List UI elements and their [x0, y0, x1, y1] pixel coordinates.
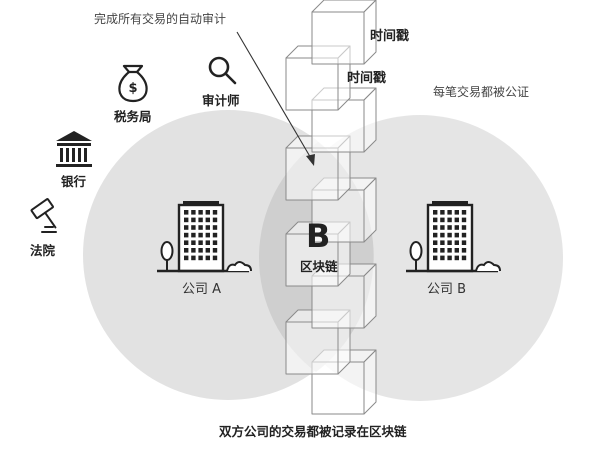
svg-text:$: $	[128, 81, 137, 96]
bank-label: 银行	[61, 174, 87, 189]
audit-annotation: 完成所有交易的自动审计	[94, 12, 227, 26]
auditor-label: 审计师	[202, 93, 240, 108]
timestamp-label-2: 时间戳	[347, 71, 387, 86]
blockchain-cube-chain	[285, 0, 377, 415]
court-label: 法院	[30, 243, 56, 258]
timestamp-label-1: 时间戳	[370, 29, 410, 44]
blockchain-cube-icon	[311, 0, 377, 65]
diagram-caption: 双方公司的交易都被记录在区块链	[219, 424, 407, 439]
company-b-label: 公司 B	[427, 282, 467, 297]
blockchain-logo: B	[306, 217, 331, 255]
magnifier-icon	[208, 56, 237, 85]
money-bag-icon: $	[118, 64, 148, 103]
blockchain-label: 区块链	[300, 259, 338, 274]
tree-icon	[409, 241, 423, 271]
building-icon-a	[157, 201, 252, 273]
tax-bureau-label: 税务局	[114, 109, 152, 124]
tree-icon	[160, 241, 174, 271]
gavel-icon	[30, 198, 57, 233]
notary-note: 每笔交易都被公证	[433, 85, 530, 99]
audit-arrow	[236, 31, 315, 166]
bush-icon	[475, 261, 501, 272]
bush-icon	[226, 261, 252, 272]
building-icon-b	[406, 201, 501, 273]
bank-icon	[56, 131, 92, 167]
company-a-label: 公司 A	[182, 282, 222, 297]
